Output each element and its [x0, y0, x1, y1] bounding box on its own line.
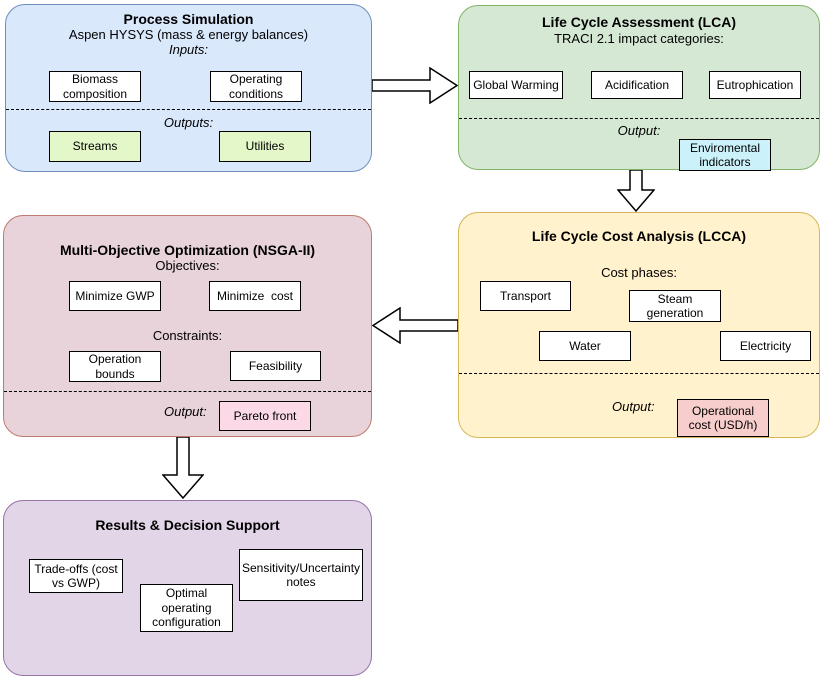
- lcca-subtitle: Cost phases:: [601, 265, 677, 280]
- outputs-label: Outputs:: [163, 115, 214, 130]
- process-simulation-title: Process Simulation: [123, 11, 254, 27]
- moo-output-label: Output:: [164, 404, 207, 419]
- constraints-label: Constraints:: [152, 328, 223, 343]
- operational-cost-chip: Operational cost (USD/h): [677, 399, 769, 437]
- operating-conditions-chip: Operating conditions: [210, 71, 302, 102]
- biomass-composition-chip: Biomass composition: [49, 71, 141, 102]
- lca-title: Life Cycle Assessment (LCA): [542, 14, 736, 30]
- global-warming-chip: Global Warming: [469, 71, 563, 99]
- operation-bounds-chip: Operation bounds: [69, 351, 161, 382]
- process-simulation-box: Process Simulation Aspen HYSYS (mass & e…: [5, 4, 372, 172]
- eutrophication-chip: Eutrophication: [709, 71, 801, 99]
- lcca-box: Life Cycle Cost Analysis (LCCA) Cost pha…: [458, 212, 820, 438]
- dashed-separator: [459, 373, 819, 374]
- feasibility-chip: Feasibility: [230, 351, 321, 381]
- dashed-separator: [6, 109, 371, 110]
- minimize-cost-chip: Minimize cost: [209, 281, 301, 311]
- transport-chip: Transport: [480, 281, 571, 311]
- inputs-label: Inputs:: [168, 42, 209, 57]
- environmental-indicators-chip: Enviromental indicators: [679, 139, 771, 171]
- results-title: Results & Decision Support: [95, 517, 280, 533]
- lcca-output-label: Output:: [612, 399, 655, 414]
- results-box: Results & Decision Support Trade-offs (c…: [3, 500, 372, 676]
- arrow-lca-to-lcca-icon: [617, 170, 655, 212]
- process-simulation-subtitle: Aspen HYSYS (mass & energy balances): [68, 27, 309, 42]
- arrow-process-to-lca-icon: [372, 67, 458, 104]
- lca-subtitle: TRACI 2.1 impact categories:: [554, 31, 724, 46]
- optimal-configuration-chip: Optimal operating configuration: [140, 584, 233, 632]
- lca-box: Life Cycle Assessment (LCA) TRACI 2.1 im…: [458, 5, 820, 171]
- arrow-moo-to-results-icon: [162, 437, 204, 499]
- arrow-lcca-to-moo-icon: [372, 307, 458, 344]
- lca-output-label: Output:: [617, 123, 661, 138]
- steam-generation-chip: Steam generation: [629, 290, 721, 322]
- sensitivity-notes-chip: Sensitivity/Uncertainty notes: [239, 549, 363, 601]
- moo-title: Multi-Objective Optimization (NSGA-II): [59, 242, 316, 258]
- moo-box: Multi-Objective Optimization (NSGA-II) O…: [3, 215, 372, 437]
- dashed-separator: [459, 118, 819, 119]
- pareto-front-chip: Pareto front: [219, 401, 311, 431]
- utilities-chip: Utilities: [219, 131, 311, 162]
- water-chip: Water: [539, 331, 631, 361]
- objectives-label: Objectives:: [155, 258, 220, 273]
- electricity-chip: Electricity: [720, 331, 811, 361]
- dashed-separator: [4, 391, 371, 392]
- trade-offs-chip: Trade-offs (cost vs GWP): [29, 559, 123, 593]
- minimize-gwp-chip: Minimize GWP: [69, 281, 161, 311]
- streams-chip: Streams: [49, 131, 141, 162]
- acidification-chip: Acidification: [591, 71, 683, 99]
- lcca-title: Life Cycle Cost Analysis (LCCA): [531, 228, 747, 244]
